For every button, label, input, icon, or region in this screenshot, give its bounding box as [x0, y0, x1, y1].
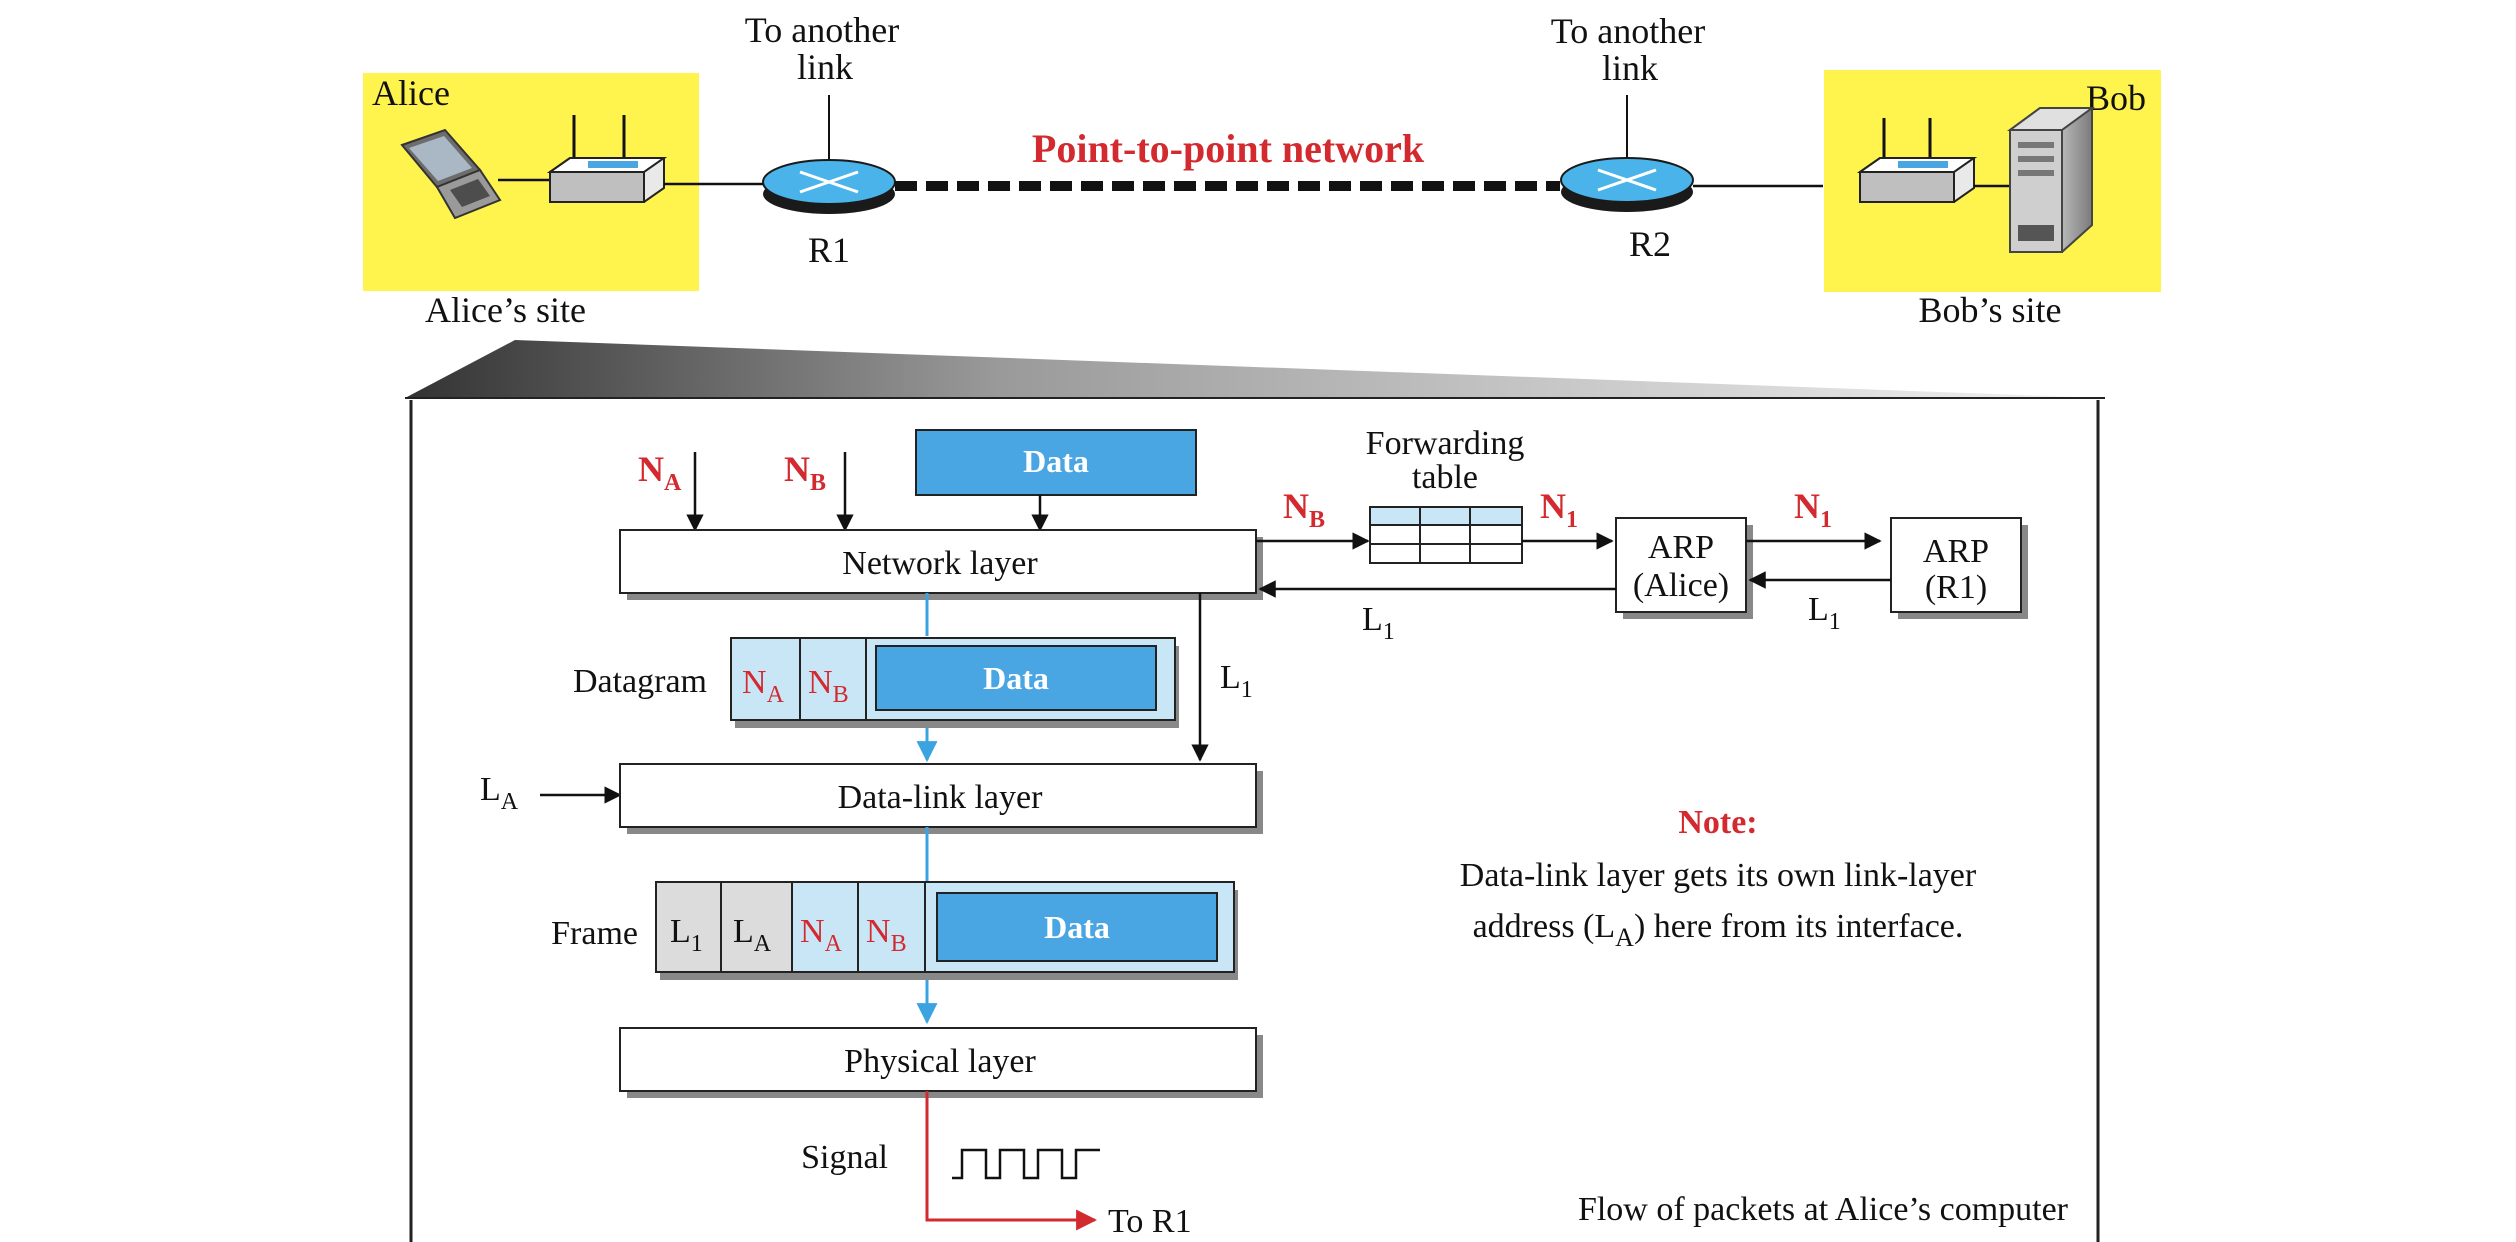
n1-to-arp-r1-label: N1 — [1794, 486, 1832, 533]
arp-alice-box — [1615, 517, 1747, 613]
svg-text:LA: LA — [480, 771, 519, 815]
forwarding-table-label-1: Forwarding — [1366, 425, 1525, 462]
svg-text:NA: NA — [800, 913, 843, 957]
square-wave-icon — [952, 1148, 1100, 1180]
bob-label: Bob — [2086, 78, 2146, 118]
router-r1-icon — [762, 95, 896, 214]
nb-to-table-label: NB — [1283, 486, 1325, 533]
physical-layer-label: Physical layer — [844, 1043, 1036, 1080]
datagram-data-label: Data — [983, 660, 1049, 696]
svg-text:N1: N1 — [1540, 486, 1578, 533]
laptop-icon — [400, 128, 502, 220]
la-input-label: LA — [480, 771, 519, 815]
bob-site-label: Bob’s site — [1918, 290, 2061, 330]
zoom-wedge — [405, 340, 2105, 398]
to-another-link-right-1: To another — [1551, 11, 1705, 51]
datagram-nb: NB — [808, 664, 849, 708]
alice-access-point-icon — [546, 115, 668, 203]
router-r2-label: R2 — [1629, 224, 1671, 264]
svg-text:NA: NA — [638, 449, 682, 496]
data-top-label: Data — [1023, 443, 1089, 479]
router-r2-icon — [1560, 95, 1694, 212]
svg-text:NB: NB — [808, 664, 849, 708]
datalink-layer-label: Data-link layer — [838, 779, 1044, 816]
svg-text:NB: NB — [1283, 486, 1325, 533]
l1-from-arp-alice-label: L1 — [1362, 601, 1395, 645]
svg-text:L1: L1 — [1808, 591, 1841, 635]
arp-alice-label-1: ARP — [1648, 529, 1714, 566]
na-input-label: NA — [638, 449, 682, 496]
to-another-link-left-2: link — [797, 47, 853, 87]
detail-panel — [409, 400, 2100, 1242]
arp-r1-box — [1890, 517, 2022, 613]
forwarding-table-label-2: table — [1412, 459, 1478, 496]
svg-text:NB: NB — [784, 449, 826, 496]
note-line-1: Data-link layer gets its own link-layer — [1460, 857, 1977, 894]
frame-la: LA — [733, 913, 772, 957]
network-title: Point-to-point network — [1032, 126, 1425, 171]
signal-path — [925, 1091, 1098, 1231]
frame-na: NA — [800, 913, 843, 957]
router-r1-label: R1 — [808, 230, 850, 270]
svg-text:NB: NB — [866, 913, 907, 957]
nb-input-label: NB — [784, 449, 826, 496]
network-layer-box — [619, 529, 1257, 594]
datagram-na: NA — [742, 664, 785, 708]
to-another-link-left-1: To another — [745, 10, 899, 50]
svg-text:L1: L1 — [1220, 659, 1253, 703]
forwarding-table — [1369, 506, 1523, 564]
datalink-layer-box — [619, 763, 1257, 828]
physical-layer-box — [619, 1027, 1257, 1092]
svg-text:L1: L1 — [1362, 601, 1395, 645]
data-box-top — [915, 429, 1197, 496]
datagram-label: Datagram — [573, 663, 707, 700]
l1-from-arp-r1-label: L1 — [1808, 591, 1841, 635]
datagram-data — [875, 645, 1157, 711]
frame-data — [936, 892, 1218, 962]
to-r1-label: To R1 — [1108, 1203, 1192, 1240]
alice-site-label: Alice’s site — [425, 290, 586, 330]
arp-r1-label-2: (R1) — [1925, 569, 1987, 606]
svg-text:LA: LA — [733, 913, 772, 957]
frame-data-label: Data — [1044, 909, 1110, 945]
l1-down-label: L1 — [1220, 659, 1253, 703]
server-icon — [2006, 107, 2096, 253]
bob-access-point-icon — [1856, 118, 1978, 203]
svg-text:L1: L1 — [670, 913, 703, 957]
alice-label: Alice — [372, 73, 450, 113]
svg-text:NA: NA — [742, 664, 785, 708]
signal-label: Signal — [801, 1139, 888, 1176]
frame-label: Frame — [551, 915, 638, 952]
network-layer-label: Network layer — [842, 545, 1038, 582]
svg-text:N1: N1 — [1794, 486, 1832, 533]
frame-nb: NB — [866, 913, 907, 957]
to-another-link-right-2: link — [1602, 48, 1658, 88]
arp-r1-label-1: ARP — [1923, 533, 1989, 570]
n1-to-arp-label: N1 — [1540, 486, 1578, 533]
note-title: Note: — [1678, 804, 1757, 841]
frame-l1: L1 — [670, 913, 703, 957]
note-line-2: address (LA) here from its interface. — [1473, 908, 1964, 952]
caption: Flow of packets at Alice’s computer — [1578, 1191, 2069, 1228]
arp-alice-label-2: (Alice) — [1633, 567, 1729, 604]
